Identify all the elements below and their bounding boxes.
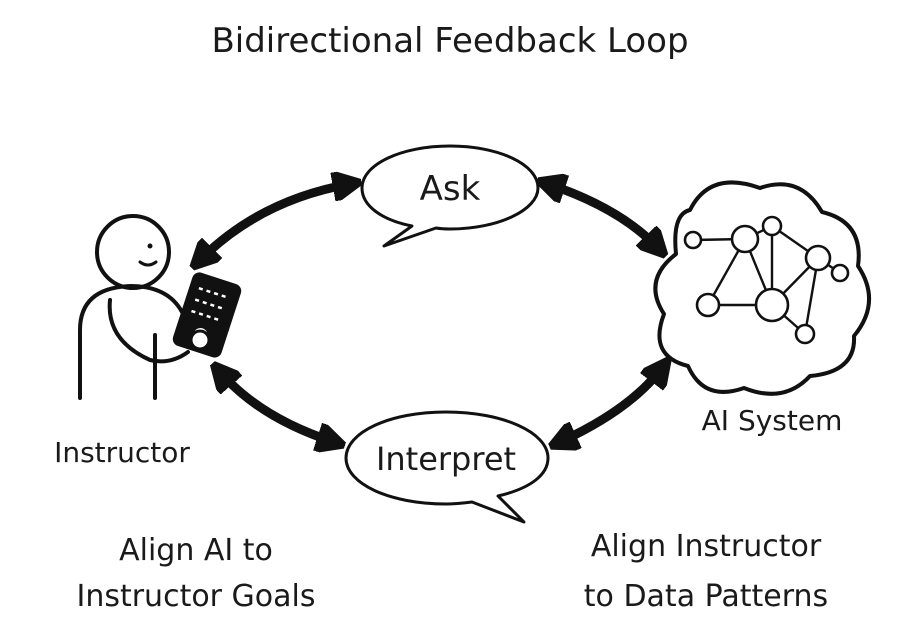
left-caption-line2: Instructor Goals: [76, 579, 315, 614]
cloud-network-icon: [653, 180, 871, 396]
ask-bubble: Ask: [360, 144, 540, 248]
diagram-title: Bidirectional Feedback Loop: [211, 21, 688, 61]
instructor-label: Instructor: [54, 436, 190, 469]
right-caption-line2: to Data Patterns: [584, 579, 828, 614]
arrow-interpret-ai: [560, 368, 662, 442]
ask-label: Ask: [420, 169, 481, 209]
arrow-ask-instructor: [200, 184, 350, 260]
interpret-bubble: Interpret: [344, 410, 550, 524]
interpret-label: Interpret: [376, 440, 516, 478]
left-caption-line1: Align AI to: [119, 533, 273, 568]
person-with-tablet-icon: [78, 214, 242, 400]
ai-system-label: AI System: [702, 404, 843, 437]
arrow-ask-ai: [548, 184, 658, 248]
right-caption-line1: Align Instructor: [591, 529, 822, 564]
network-graph: [683, 215, 850, 345]
arrow-instructor-interpret: [220, 372, 334, 442]
